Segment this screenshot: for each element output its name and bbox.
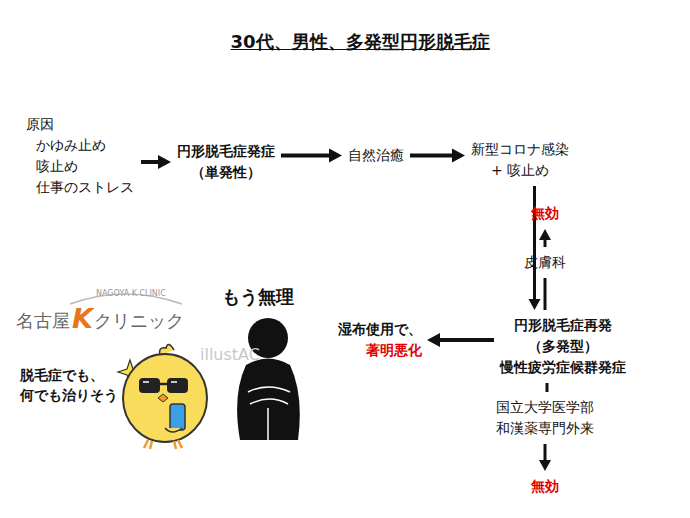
- flow-arrow: [539, 444, 551, 471]
- annotation-text: クリニック: [94, 308, 184, 333]
- arrow-line: [544, 278, 547, 310]
- arrow-head: [529, 299, 541, 310]
- step-text: 自然治癒: [348, 145, 404, 166]
- arrow-line: [281, 154, 332, 158]
- annotation-text: もう無理: [222, 284, 294, 309]
- arrow-line: [141, 160, 161, 164]
- arrow-line: [546, 383, 549, 392]
- arrow-head: [158, 155, 171, 169]
- flow-step: 新型コロナ感染 + 咳止め: [470, 139, 570, 181]
- flow-arrow: [141, 155, 171, 169]
- arrow-line: [533, 186, 536, 301]
- annotation-text: 名古屋: [16, 308, 70, 333]
- step-text: 著明悪化: [366, 340, 422, 361]
- flow-arrow: [410, 149, 465, 163]
- step-text: 原因: [26, 114, 54, 135]
- chick-character: [123, 344, 207, 449]
- flow-step: 湿布使用で、著明悪化: [336, 319, 422, 361]
- flow-arrow: [427, 333, 494, 347]
- arrow-head: [539, 460, 551, 471]
- flow-step: 円形脱毛症再発 （多発型） 慢性疲労症候群発症: [499, 315, 627, 378]
- arrow-line: [437, 338, 494, 342]
- flow-step: 無効: [530, 476, 560, 497]
- flow-arrow: [281, 149, 342, 163]
- arrow-head: [452, 149, 465, 163]
- step-text: 新型コロナ感染 + 咳止め: [471, 139, 569, 181]
- flow-arrow: [529, 186, 541, 310]
- arrow-head: [329, 149, 342, 163]
- step-text: 湿布使用で、: [338, 319, 422, 340]
- flow-step: 国立大学医学部 和漢薬専門外来: [495, 397, 595, 439]
- step-text: かゆみ止め 咳止め 仕事のストレス: [36, 135, 134, 198]
- flow-step: 無効: [530, 203, 560, 224]
- flow-arrow: [547, 383, 548, 392]
- arrow-line: [410, 154, 455, 158]
- annotation-text: illustAC: [200, 344, 260, 366]
- flow-step: 自然治癒: [347, 145, 405, 166]
- sitting-person: [237, 318, 300, 440]
- flow-step: 皮膚科: [523, 252, 567, 273]
- annotation-text: 脱毛症でも、 何でも治りそう: [20, 366, 118, 405]
- step-text: 無効: [531, 476, 559, 497]
- arrow-line: [544, 444, 547, 462]
- annotation-text: K: [72, 300, 93, 338]
- step-text: 円形脱毛症再発 （多発型） 慢性疲労症候群発症: [500, 315, 626, 378]
- step-text: 国立大学医学部 和漢薬専門外来: [496, 397, 594, 439]
- diagram-title: 30代、男性、多発型円形脱毛症: [0, 30, 690, 54]
- arrow-head: [427, 333, 440, 347]
- flow-arrow: [539, 229, 551, 247]
- step-text: 無効: [531, 203, 559, 224]
- step-text: 皮膚科: [524, 252, 566, 273]
- step-text: 円形脱毛症発症 （単発性）: [177, 141, 275, 183]
- flow-step: 円形脱毛症発症 （単発性）: [176, 141, 276, 183]
- flow-arrow: [545, 278, 546, 310]
- annotation-text: NAGOYA K CLINIC: [96, 288, 166, 299]
- arrow-head: [539, 229, 551, 240]
- flow-step: 原因かゆみ止め 咳止め 仕事のストレス: [26, 114, 136, 198]
